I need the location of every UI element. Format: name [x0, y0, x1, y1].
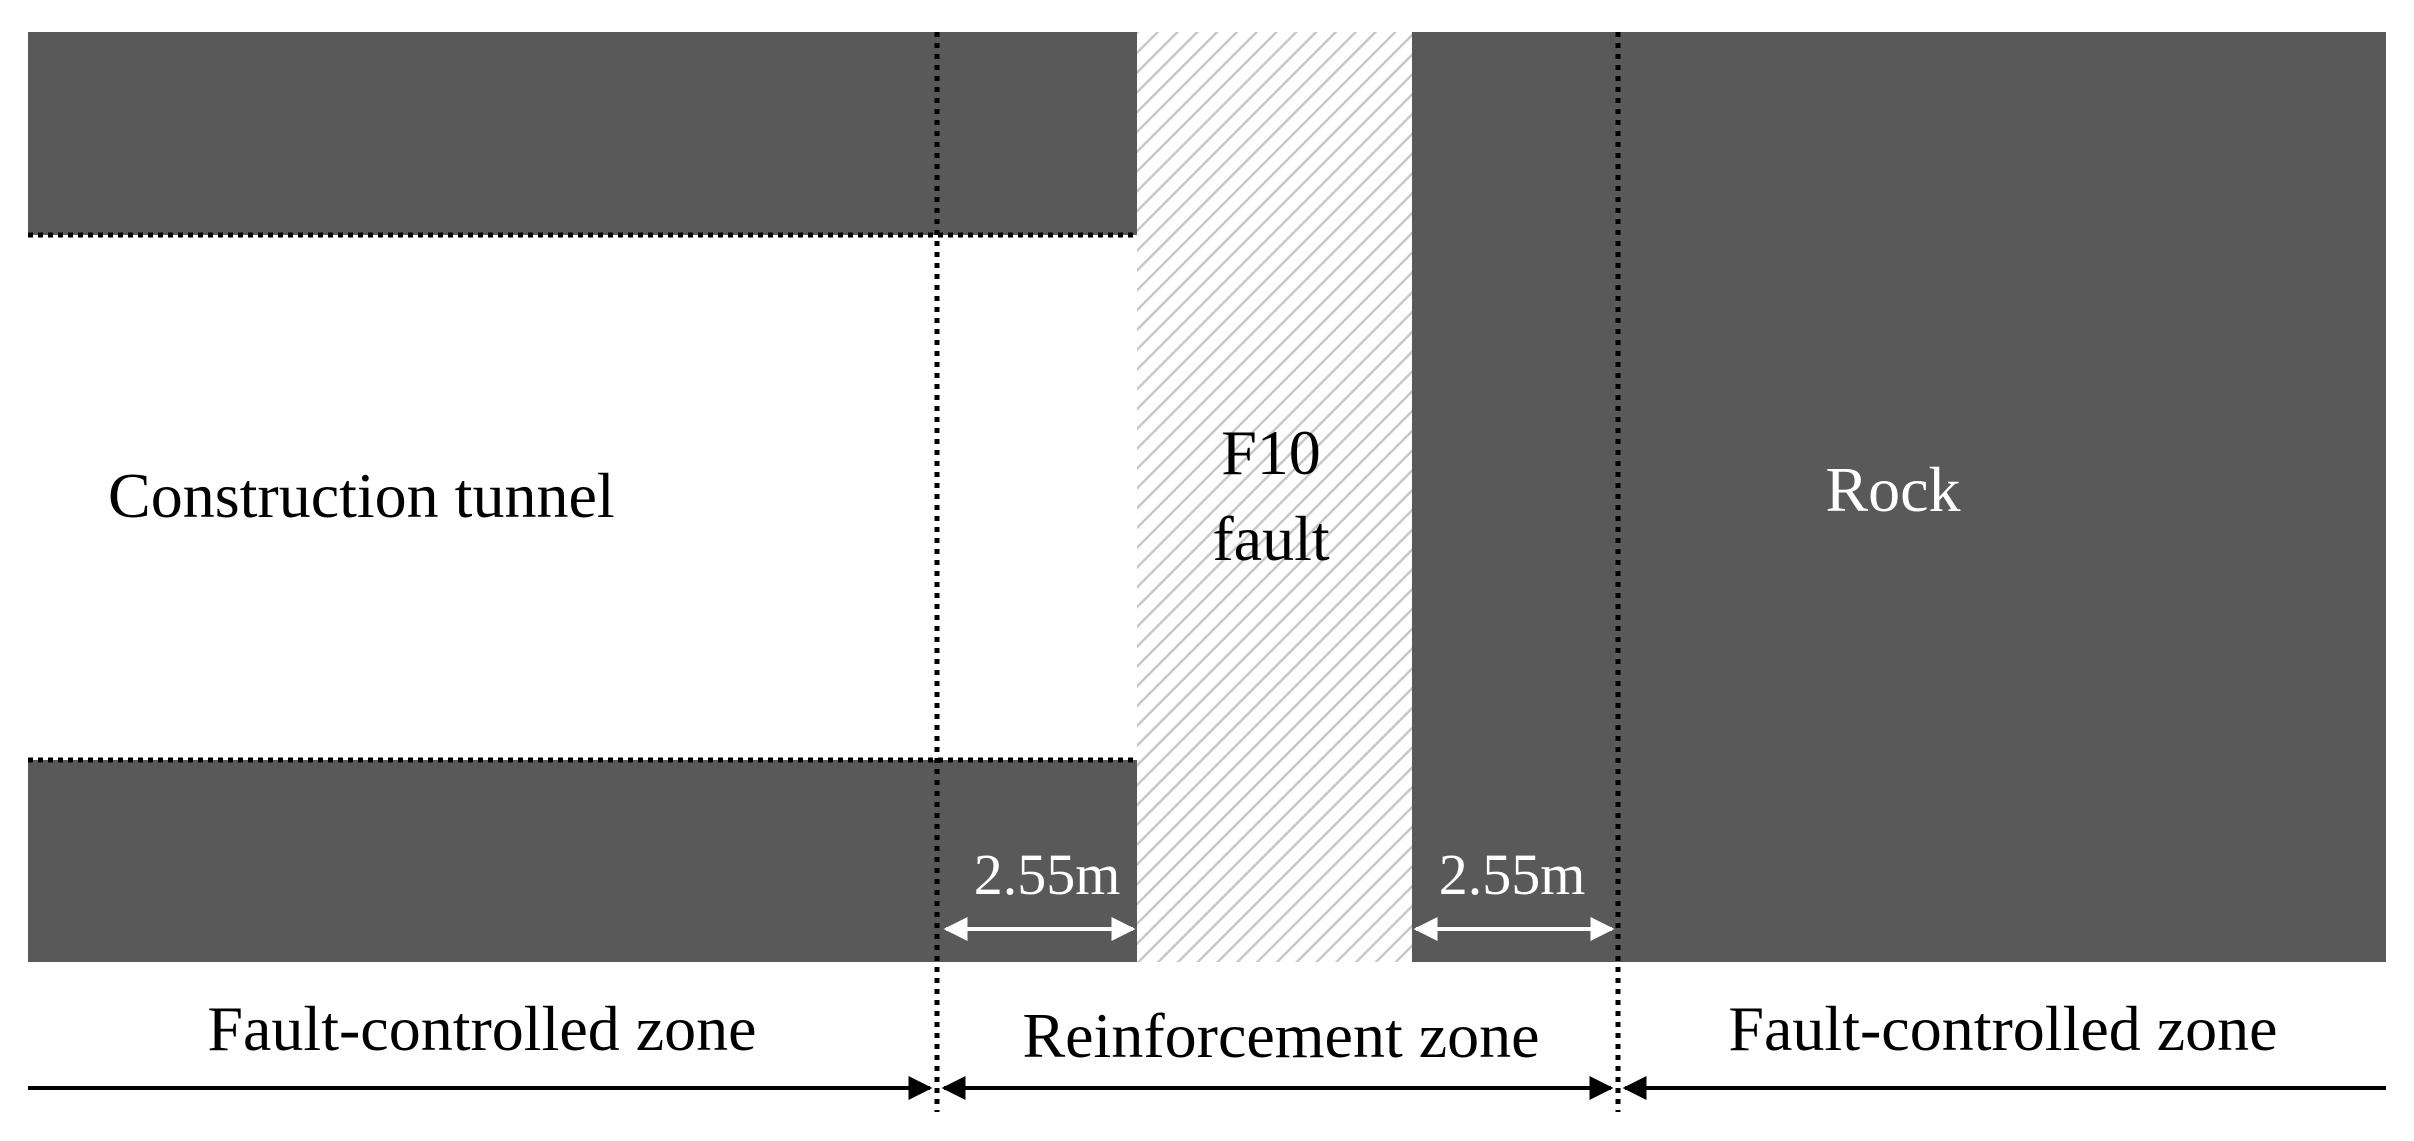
tunnel-label: Construction tunnel [108, 460, 615, 531]
fault-label-line2: fault [1212, 503, 1330, 574]
zone-label-left: Fault-controlled zone [207, 993, 756, 1064]
rock-upper-left [28, 32, 1137, 235]
rock-right [1412, 32, 2386, 962]
rock-lower-left [28, 760, 1137, 962]
dimension-label-left: 2.55m [974, 842, 1121, 907]
zone-label-right: Fault-controlled zone [1728, 993, 2277, 1064]
zone-label-middle: Reinforcement zone [1022, 1000, 1539, 1071]
fault-band [1137, 32, 1412, 962]
rock-label: Rock [1825, 454, 1960, 525]
dimension-label-right: 2.55m [1439, 842, 1586, 907]
fault-label-line1: F10 [1221, 417, 1321, 488]
